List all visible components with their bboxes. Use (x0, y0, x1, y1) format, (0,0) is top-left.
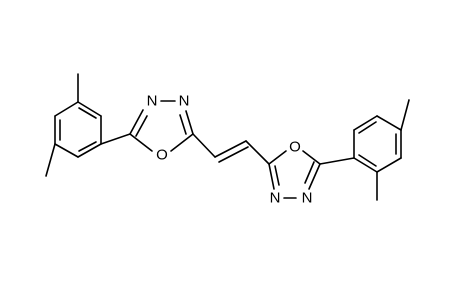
right-benzene-ring (353, 115, 402, 173)
bond (353, 157, 378, 173)
double-bond-inner (274, 165, 280, 186)
double-bond-inner (358, 121, 377, 134)
bond (192, 133, 216, 158)
bond (54, 101, 79, 117)
bond (302, 150, 321, 165)
atom-label-nitrogen: N (179, 93, 190, 110)
bond (268, 163, 275, 190)
double-bond-inner (304, 161, 315, 184)
right-oxadiazole-ring (268, 150, 321, 199)
double-bond-inner (218, 146, 249, 163)
atom-label-nitrogen: N (302, 190, 313, 207)
double-bond-inner (179, 114, 187, 135)
atom-label-nitrogen: N (270, 190, 281, 207)
methyl-bond (400, 99, 410, 131)
bond (376, 157, 402, 173)
left-benzene-ring (54, 101, 102, 158)
vinylene-double-bond (214, 140, 247, 158)
double-bond-inner (135, 115, 148, 137)
atom-label-oxygen: O (156, 147, 168, 164)
bond (77, 143, 102, 158)
bond (319, 157, 355, 165)
atom-label-oxygen: O (289, 139, 301, 156)
bond (185, 110, 194, 135)
bond (129, 133, 153, 152)
bond (268, 150, 287, 165)
bond (376, 115, 402, 131)
bond (100, 133, 131, 145)
left-oxadiazole-ring (129, 100, 194, 152)
bond (308, 163, 321, 190)
double-bond-inner (78, 107, 97, 119)
methyl-bond (45, 143, 56, 177)
bond (245, 140, 270, 165)
bond (77, 101, 102, 117)
atom-label-nitrogen: N (147, 93, 158, 110)
bond (170, 133, 194, 152)
bond (54, 143, 79, 158)
double-bond-inner (358, 154, 377, 167)
bond (353, 115, 378, 131)
double-bond-inner (78, 141, 97, 152)
bond (129, 109, 144, 135)
